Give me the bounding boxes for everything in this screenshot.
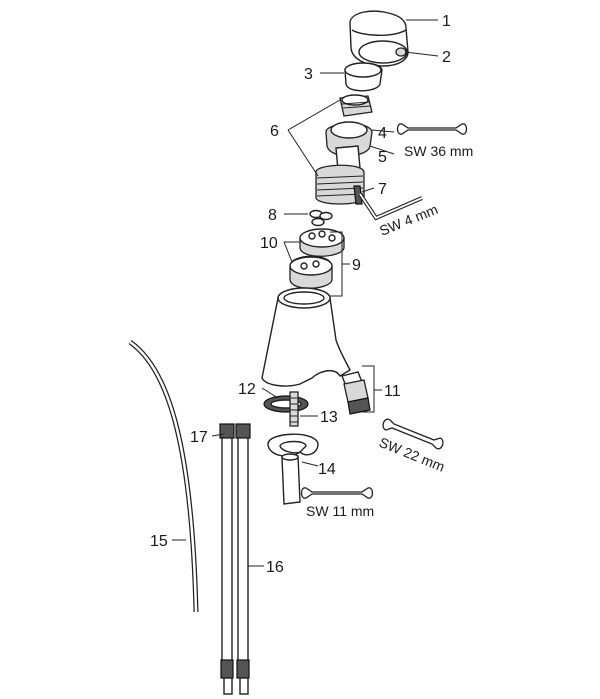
tool-label-sw36: SW 36 mm [404, 143, 473, 159]
part-1-lever-handle [349, 10, 409, 67]
label-6: 6 [270, 123, 279, 140]
label-10: 10 [260, 235, 278, 252]
label-12: 12 [238, 381, 256, 398]
label-9: 9 [352, 257, 361, 274]
label-8: 8 [268, 207, 277, 224]
label-16: 16 [266, 559, 284, 576]
wrench-icon-sw36 [396, 123, 468, 135]
label-15: 15 [150, 533, 168, 550]
label-1: 1 [442, 13, 451, 30]
part-4-threaded-nut [339, 94, 373, 117]
label-17: 17 [190, 429, 208, 446]
tool-label-sw11: SW 11 mm [306, 503, 374, 519]
part-14-nut [281, 453, 301, 505]
faucet-body [261, 287, 351, 387]
part-2-grub-screw [395, 47, 407, 57]
part-12-seal-ring [263, 395, 309, 413]
part-9-10-discs [289, 228, 345, 289]
label-4: 4 [378, 125, 387, 142]
label-2: 2 [442, 49, 451, 66]
label-14: 14 [318, 461, 336, 478]
part-16-17-hoses [219, 423, 251, 695]
allen-key-icon-sw4 [358, 192, 423, 221]
label-3: 3 [304, 66, 313, 83]
part-3-cover-ring [344, 62, 383, 92]
label-7: 7 [378, 181, 387, 198]
part-13-threaded-stud [289, 391, 299, 427]
part-7-screw [353, 185, 363, 205]
part-15-curved-rod [128, 339, 199, 613]
label-11: 11 [384, 383, 401, 400]
horseshoe-washer [267, 433, 319, 457]
part-labels: 1 2 3 4 5 6 7 8 9 10 11 12 13 14 15 16 1… [150, 13, 451, 576]
label-5: 5 [378, 149, 387, 166]
wrench-icon-sw11 [300, 487, 374, 499]
part-8-o-rings [309, 209, 333, 227]
leader-lines [172, 19, 439, 567]
label-13: 13 [320, 409, 338, 426]
part-11-aerator [341, 371, 371, 415]
tool-label-sw4: SW 4 mm [377, 201, 440, 239]
wrench-icon-sw22 [382, 418, 444, 450]
